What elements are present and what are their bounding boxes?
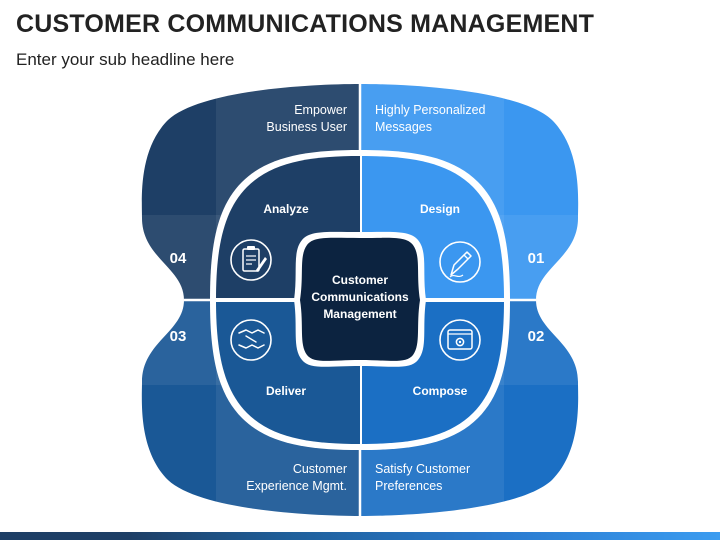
outer-text-design-2: Messages [375,120,432,134]
bottom-accent-bar [0,532,720,540]
pen-icon [439,241,481,283]
stage-label-design: Design [420,202,460,216]
center-hub [300,237,420,361]
outer-text-deliver-1: Customer [293,462,347,476]
outer-text-design-1: Highly Personalized [375,103,486,117]
number-02: 02 [528,328,545,345]
clipboard-icon [230,239,272,281]
center-line-3: Management [323,307,396,321]
number-03: 03 [170,328,187,345]
number-01: 01 [528,250,545,267]
outer-text-compose-1: Satisfy Customer [375,462,470,476]
stage-label-compose: Compose [413,384,468,398]
stage-label-deliver: Deliver [266,384,306,398]
outer-text-deliver-2: Experience Mgmt. [246,479,347,493]
handshake-icon [230,319,272,361]
center-line-2: Communications [311,290,409,304]
outer-text-analyze-1: Empower [294,103,347,117]
center-line-1: Customer [332,273,388,287]
number-04: 04 [170,250,187,267]
page-subtitle: Enter your sub headline here [16,50,235,69]
browser-gear-icon [439,319,481,361]
outer-text-compose-2: Preferences [375,479,442,493]
outer-text-analyze-2: Business User [266,120,347,134]
page-title: CUSTOMER COMMUNICATIONS MANAGEMENT [16,10,595,38]
stage-label-analyze: Analyze [263,202,309,216]
